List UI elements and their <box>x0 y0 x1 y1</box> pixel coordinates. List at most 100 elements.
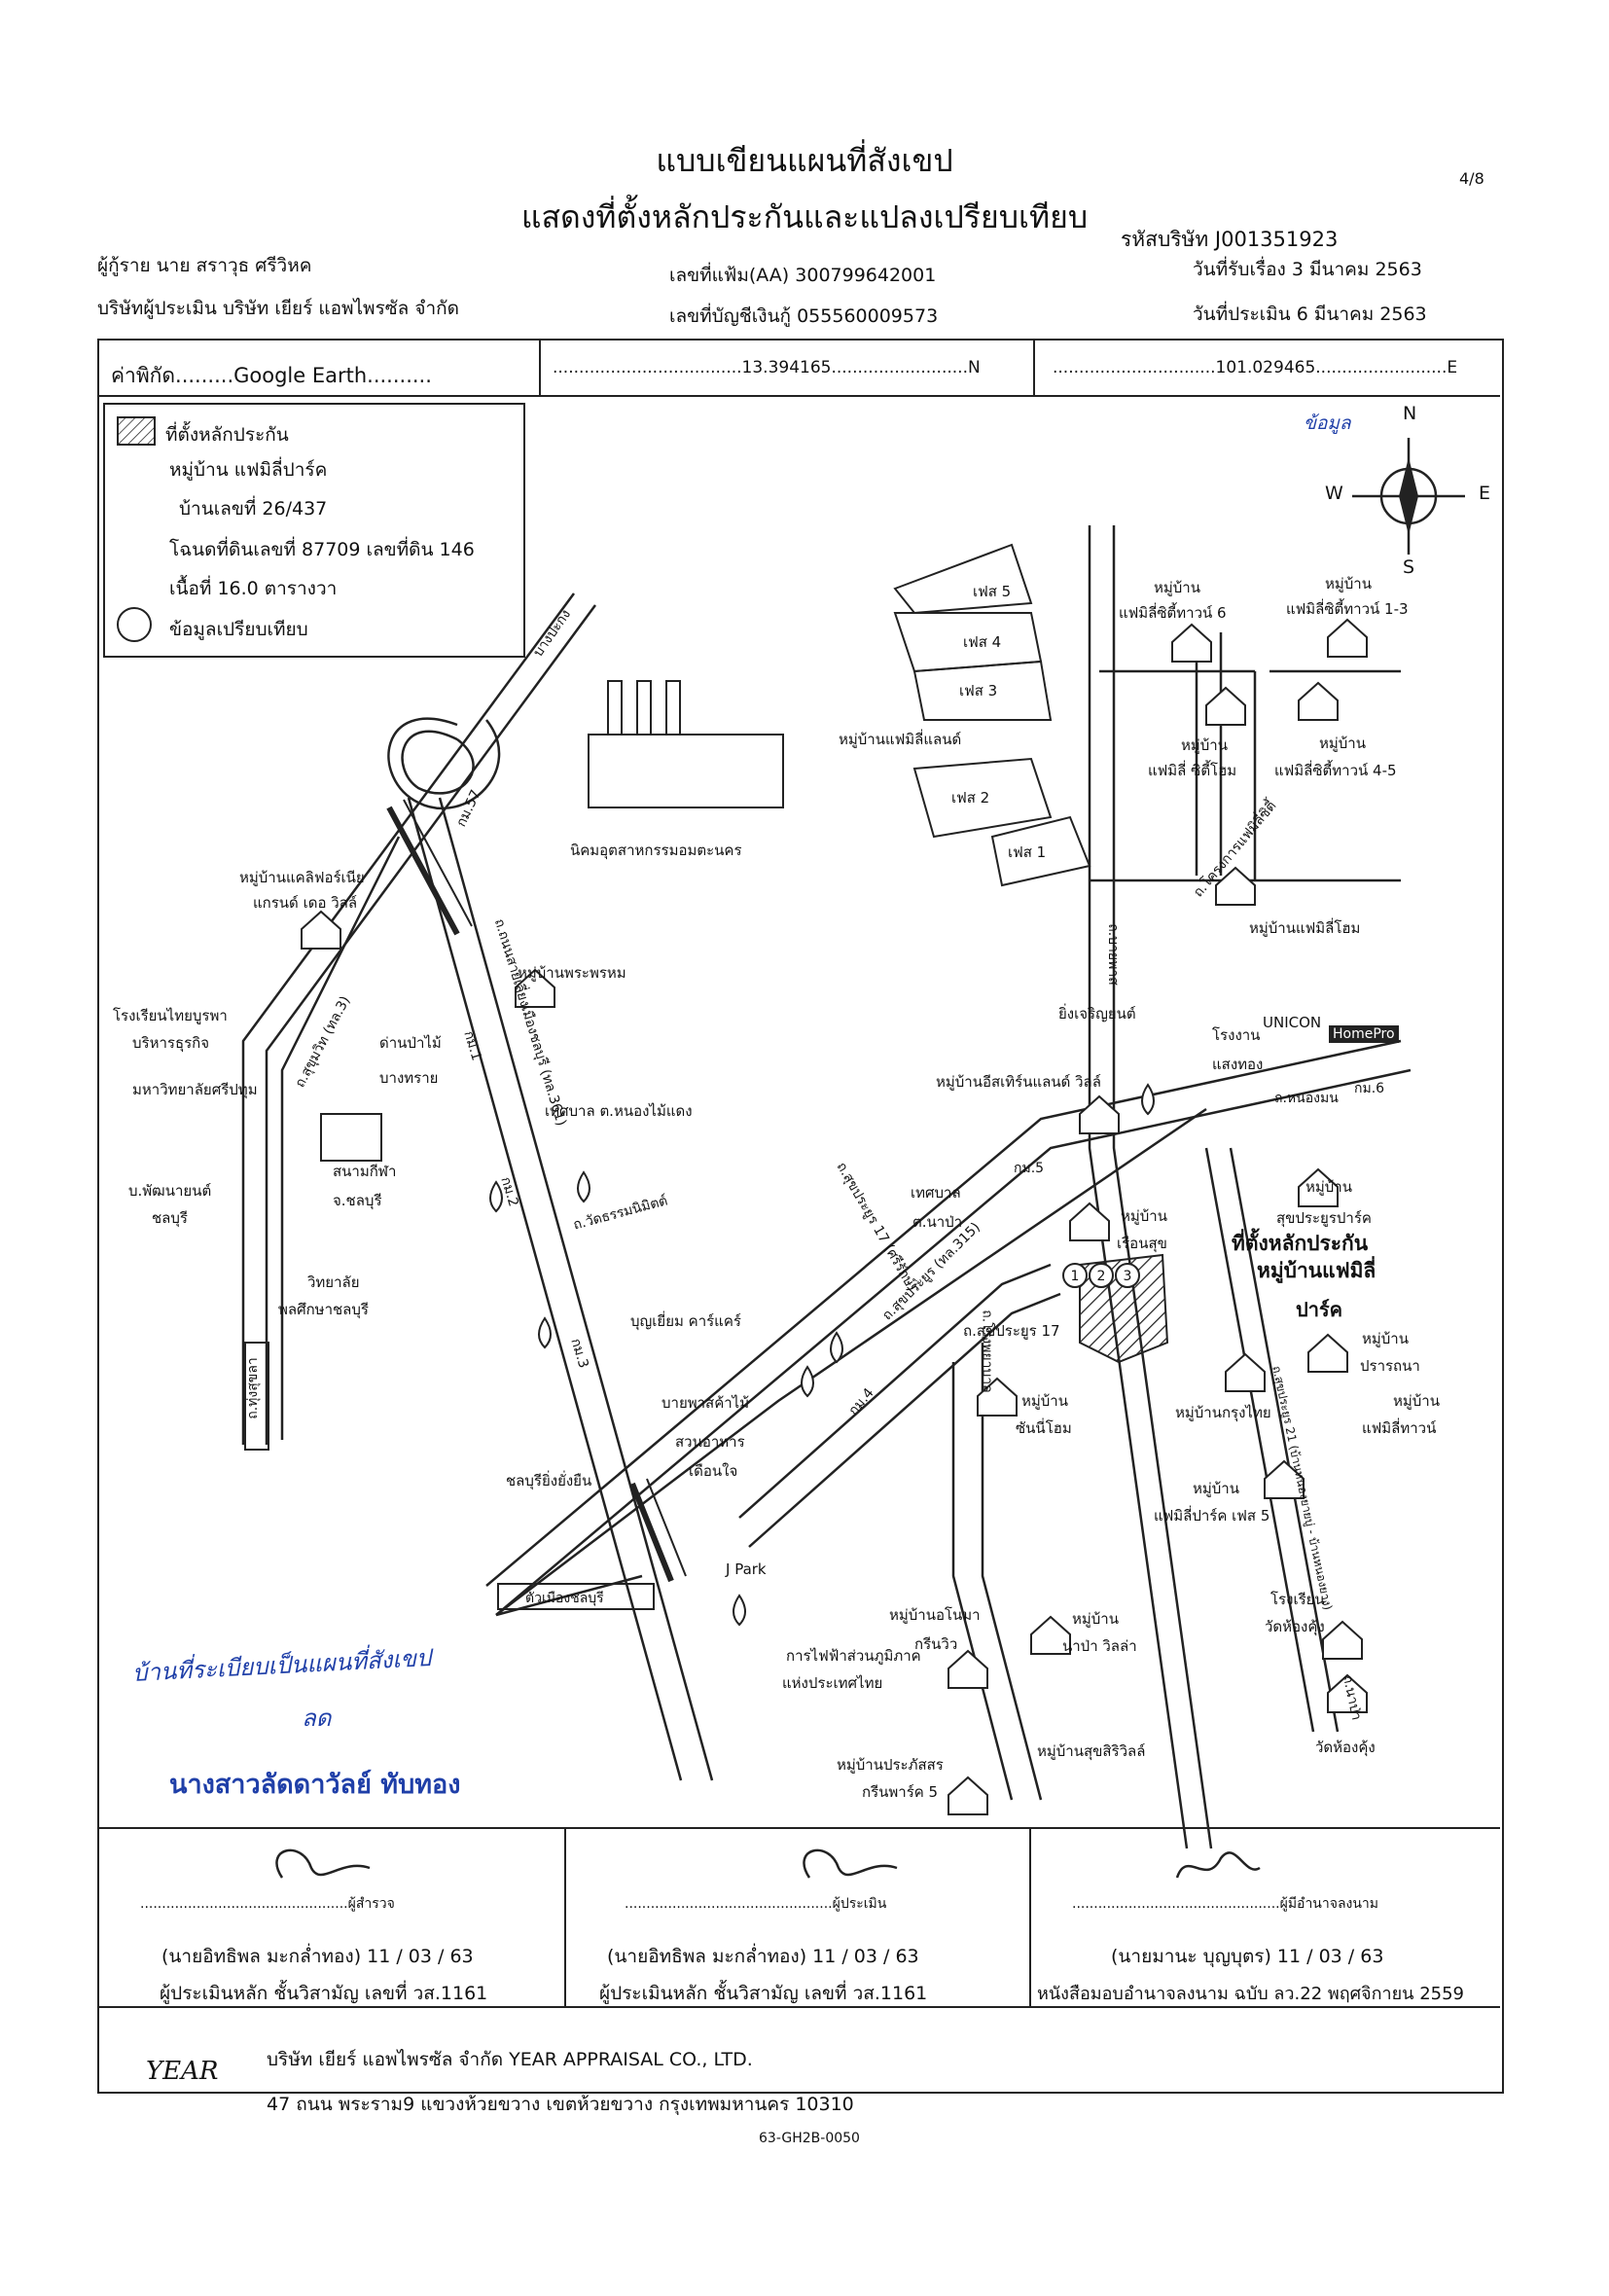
signature-cell-appraiser: ........................................… <box>566 1829 1031 2006</box>
signature-row: ........................................… <box>97 1827 1500 2008</box>
signature-scribble <box>275 1848 371 1879</box>
house-icon <box>1298 1167 1339 1207</box>
house-icon <box>977 1377 1018 1417</box>
label-college-b: พลศึกษาชลบุรี <box>278 1301 369 1318</box>
interchange-loop <box>401 730 475 795</box>
industrial-chimney-2 <box>636 680 652 735</box>
label-forest-a: ด่านป่าไม้ <box>379 1034 442 1052</box>
signature-scribble <box>803 1848 898 1879</box>
surveyor-role: ........................................… <box>140 1896 395 1912</box>
road-21-right-1 <box>1204 1147 1315 1733</box>
label-family-city-town45-a: หมู่บ้าน <box>1319 735 1366 752</box>
label-wat: วัดห้องคุ้ง <box>1315 1739 1376 1756</box>
to-city-sign <box>497 1583 655 1610</box>
comparison-circle-3-label: 3 <box>1124 1269 1132 1284</box>
comparison-circle-2 <box>1089 1263 1114 1288</box>
label-phraphrom: หมู่บ้านพระพรหม <box>518 964 626 982</box>
label-municipality-nong: เทศบาล ต.หนองไม้แดง <box>545 1102 693 1120</box>
label-prakotsorn-b: กรีนพาร์ค 5 <box>862 1783 939 1801</box>
interchange-loop-outer <box>387 717 501 809</box>
company-code: รหัสบริษัท J001351923 <box>1121 228 1339 251</box>
legend-box: ที่ตั้งหลักประกัน หมู่บ้าน แฟมิลี่ปาร์ค … <box>103 403 525 658</box>
label-school-thai-b: บริหารธุรกิจ <box>132 1034 210 1052</box>
footer-logo: YEAR <box>146 2057 219 2086</box>
compass-s: S <box>1403 556 1415 578</box>
gas-station-icon <box>830 1331 843 1364</box>
house-icon <box>1171 623 1212 663</box>
coordinate-east-cell: ...............................101.02946… <box>1035 339 1498 395</box>
label-family-land: หมู่บ้านแฟมิลี่แลนด์ <box>839 731 962 748</box>
gas-station-icon <box>538 1316 552 1349</box>
road-sukhumvit <box>280 836 401 1440</box>
comparison-legend-circle <box>117 607 152 642</box>
label-sukprayoon-park-b: สุขประยูรปาร์ค <box>1276 1209 1372 1227</box>
label-phase2: เฟส 2 <box>951 789 990 807</box>
label-eastern-land: หมู่บ้านอีสเทิร์นแลนด์ วิลล์ <box>936 1073 1101 1091</box>
label-road-nongmon2: ถ.บายพาส <box>1104 923 1121 986</box>
house-icon <box>515 968 555 1008</box>
label-village-ruen-a: หมู่บ้าน <box>1121 1207 1167 1225</box>
appraiser-company: บริษัทผู้ประเมิน บริษัท เยียร์ แอพไพรซัล… <box>97 298 460 319</box>
label-fp5-b: แฟมิลี่ปาร์ค เฟส 5 <box>1154 1507 1270 1525</box>
industrial-chimney-1 <box>607 680 623 735</box>
authority-cert: หนังสือมอบอำนาจลงนาม ฉบับ ลว.22 พฤศจิกาย… <box>1037 1984 1464 2004</box>
overpass-north-1 <box>386 806 460 936</box>
house-icon <box>1327 1673 1368 1713</box>
label-college-a: วิทยาลัย <box>307 1274 360 1291</box>
page-title-line2: แสดงที่ตั้งหลักประกันและแปลงเปรียบเทียบ <box>520 198 1089 235</box>
house-icon <box>1322 1620 1363 1660</box>
label-egat-a: การไฟฟ้าส่วนภูมิภาค <box>786 1647 921 1665</box>
label-sun-home-a: หมู่บ้าน <box>1021 1392 1068 1410</box>
label-family-city-town6-b: แฟมิลี่ซิตี้ทาวน์ 6 <box>1119 604 1227 622</box>
label-stadium-a: สนามกีฬา <box>333 1163 397 1180</box>
collateral-legend-swatch <box>117 416 156 446</box>
label-family-city-town6-a: หมู่บ้าน <box>1154 579 1200 596</box>
road-21-right-2 <box>1229 1147 1340 1733</box>
label-familytown-a: หมู่บ้าน <box>1393 1392 1440 1410</box>
coordinate-row: ค่าพิกัด.........Google Earth.......... … <box>97 339 1500 397</box>
label-village-ruen-b: เรือนสุข <box>1117 1235 1167 1252</box>
label-unicon-factory-a: โรงงาน <box>1212 1026 1261 1044</box>
label-industrial: นิคมอุตสาหกรรมอมตะนคร <box>570 842 742 859</box>
label-egat-b: แห่งประเทศไทย <box>782 1674 883 1692</box>
stadium <box>320 1113 382 1162</box>
label-boonyeum: บุญเยี่ยม คาร์แคร์ <box>630 1312 741 1330</box>
page-number: 4/8 <box>1459 169 1484 188</box>
label-familytown-b: แฟมิลี่ทาวน์ <box>1362 1419 1437 1437</box>
label-sun-home-b: ซันนี่โฮม <box>1016 1419 1072 1437</box>
label-restaurant-a: สวนอาหาร <box>675 1433 745 1451</box>
overpass-north-2 <box>403 799 473 927</box>
authority-name: (นายมานะ บุญบุตร) 11 / 03 / 63 <box>1111 1946 1384 1967</box>
house-icon <box>948 1649 988 1689</box>
label-napa-villa-b: นาป่า วิลล่า <box>1062 1637 1137 1655</box>
house-icon <box>1307 1333 1348 1373</box>
label-salakram: ถ.โรงพยาบาล <box>979 1309 995 1393</box>
map-frame <box>97 339 1504 2094</box>
road-vertical-east-1 <box>1088 525 1189 1849</box>
road-bangpakong-2 <box>265 604 597 1445</box>
label-chonburi-ying: ชลบุรียิ่งยั่งยืน <box>506 1472 592 1489</box>
label-collateral-c: ปาร์ค <box>1296 1298 1343 1321</box>
label-sukhsiri: หมู่บ้านสุขสิริวิลล์ <box>1037 1742 1146 1760</box>
label-forest-b: บางทราย <box>379 1069 439 1087</box>
compass-n: N <box>1403 403 1417 424</box>
signature-cell-surveyor: ........................................… <box>97 1829 566 2006</box>
label-ornoma-a: หมู่บ้านอโนมา <box>889 1606 981 1624</box>
label-phase1: เฟส 1 <box>1008 843 1047 861</box>
road-lower-vertical <box>951 1362 1014 1801</box>
overpass-south-1 <box>629 1482 674 1583</box>
label-sukhumvit-bottom: ถ.ทุ่งสุขลา <box>244 1357 261 1419</box>
road-sukprayoon-lower <box>738 1263 1052 1519</box>
footer-company: บริษัท เยียร์ แอพไพรซัล จำกัด YEAR APPRA… <box>267 2049 753 2070</box>
house-icon <box>1215 866 1256 906</box>
label-collateral-a: ที่ตั้งหลักประกัน <box>1232 1232 1369 1255</box>
label-university: มหาวิทยาลัยศรีปทุม <box>132 1081 258 1098</box>
handwritten-sig: ลด <box>302 1704 332 1732</box>
label-unicon: UNICON <box>1263 1014 1322 1031</box>
comparison-circle-3 <box>1115 1263 1140 1288</box>
coordinate-east: ...............................101.02946… <box>1053 358 1458 377</box>
coordinate-north: ....................................13.3… <box>553 358 981 377</box>
industrial-chimney-3 <box>665 680 681 735</box>
house-icon <box>1298 681 1339 721</box>
